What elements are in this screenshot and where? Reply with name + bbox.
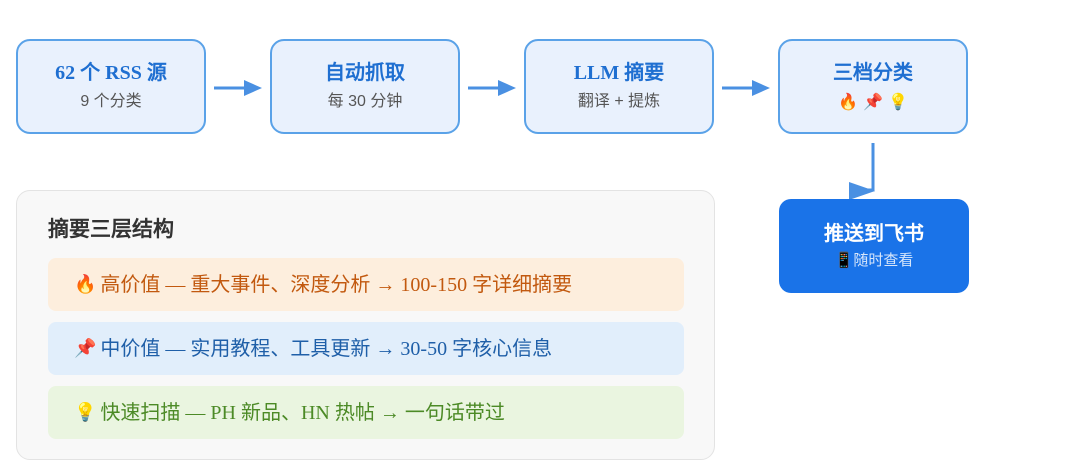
step-title: 三档分类 [833,62,913,84]
panel-title: 摘要三层结构 [48,217,174,241]
push-subtitle: 📱随时查看 [834,251,914,269]
pushpin-icon: 📌 [74,337,97,359]
arrow-2-3-head [498,80,516,96]
step-subtitle: 9 个分类 [80,93,142,110]
step-three-tier-classify: 三档分类 🔥 📌 💡 [778,39,968,134]
tier-text: 快速扫描 — PH 新品、HN 热帖 → 一句话带过 [100,401,505,424]
step-rss-sources: 62 个 RSS 源 9 个分类 [16,39,206,134]
summary-structure-panel: 摘要三层结构 🔥 高价值 — 重大事件、深度分析 → 100-150 字详细摘要… [16,190,715,460]
step-subtitle: 翻译 + 提炼 [577,93,661,110]
step-subtitle-icons: 🔥 📌 💡 [838,92,908,111]
step-title: 62 个 RSS 源 [55,62,167,84]
lightbulb-icon: 💡 [74,401,97,423]
arrow-4-push-head [849,182,875,200]
push-title: 推送到飞书 [824,222,924,245]
step-title: LLM 摘要 [573,62,665,84]
arrow-1-2-head [244,80,262,96]
push-to-feishu-box: 推送到飞书 📱随时查看 [779,199,969,293]
arrow-4-push [857,143,875,192]
tier-mid-value: 📌 中价值 — 实用教程、工具更新 → 30-50 字核心信息 [48,322,684,375]
step-auto-fetch: 自动抓取 每 30 分钟 [270,39,460,134]
tier-quick-scan: 💡 快速扫描 — PH 新品、HN 热帖 → 一句话带过 [48,386,684,439]
tier-high-value: 🔥 高价值 — 重大事件、深度分析 → 100-150 字详细摘要 [48,258,684,311]
step-llm-summary: LLM 摘要 翻译 + 提炼 [524,39,714,134]
arrow-3-4-head [752,80,770,96]
tier-text: 中价值 — 实用教程、工具更新 → 30-50 字核心信息 [100,337,553,360]
step-subtitle: 每 30 分钟 [327,93,403,110]
step-title: 自动抓取 [325,62,405,84]
fire-icon: 🔥 [74,273,97,295]
tier-text: 高价值 — 重大事件、深度分析 → 100-150 字详细摘要 [100,273,573,296]
